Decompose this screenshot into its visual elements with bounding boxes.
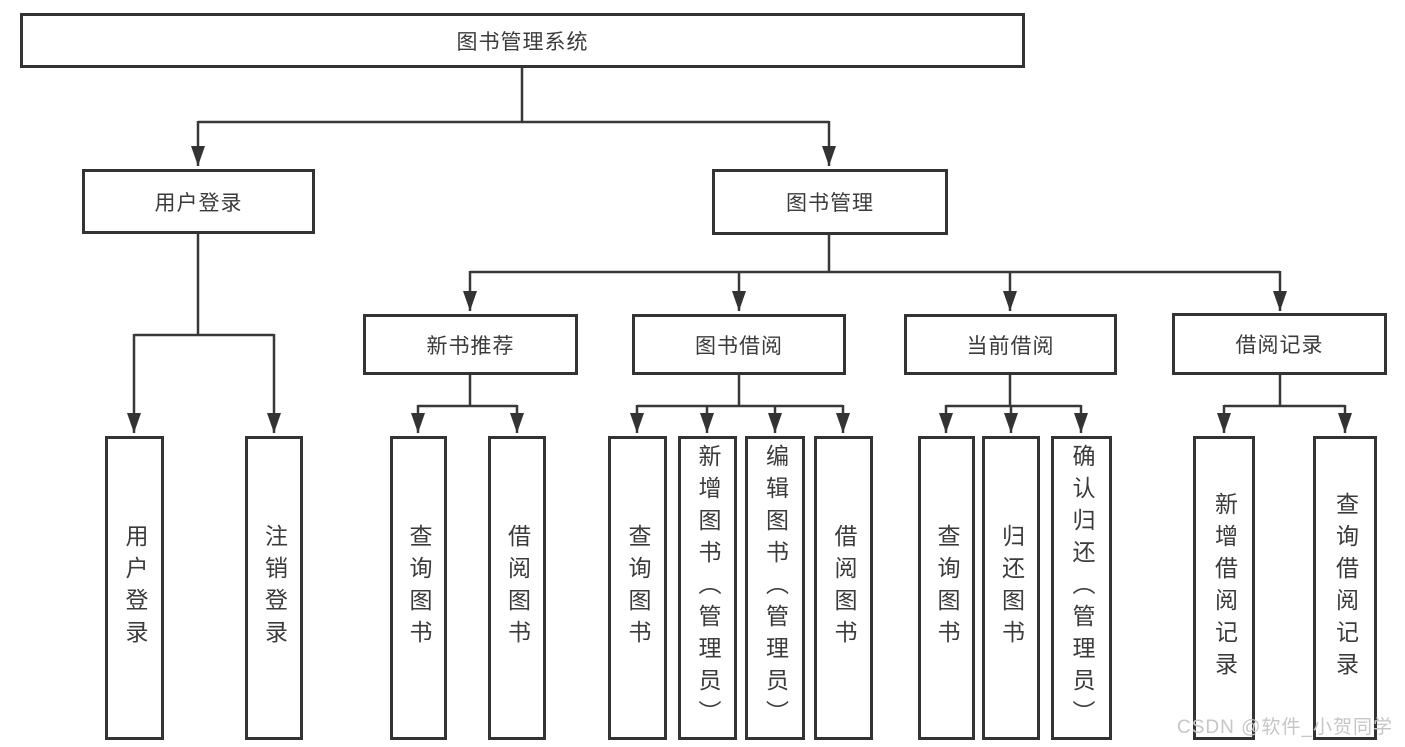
leaf-confirm-return-admin-label: 确认归还（管理员） [1069, 444, 1095, 732]
leaf-query-borrow-record: 查询借阅记录 [1313, 436, 1377, 740]
csdn-watermark: CSDN @软件_小贺同学 [1177, 717, 1393, 738]
leaf-user-login-label: 用户登录 [122, 524, 148, 652]
leaf-borrow-books-borrowing-label: 借阅图书 [831, 524, 857, 652]
leaf-query-borrow-record-label: 查询借阅记录 [1332, 492, 1359, 684]
leaf-borrow-books-recommend: 借阅图书 [488, 436, 546, 740]
leaf-add-borrow-record-label: 新增借阅记录 [1211, 492, 1238, 684]
leaf-query-books-current: 查询图书 [918, 436, 975, 740]
leaf-edit-book-admin-label: 编辑图书（管理员） [762, 444, 789, 732]
node-new-book-recommend: 新书推荐 [363, 314, 578, 375]
leaf-return-books-label: 归还图书 [998, 524, 1025, 652]
node-current-borrowing-label: 当前借阅 [966, 334, 1055, 358]
node-book-borrowing: 图书借阅 [632, 314, 846, 375]
node-book-management-label: 图书管理 [786, 192, 874, 215]
leaf-logout-login-label: 注销登录 [261, 524, 288, 652]
leaf-user-login: 用户登录 [105, 436, 164, 740]
leaf-edit-book-admin: 编辑图书（管理员） [745, 436, 805, 740]
leaf-logout-login: 注销登录 [245, 436, 303, 740]
leaf-return-books: 归还图书 [982, 436, 1040, 740]
leaf-confirm-return-admin: 确认归还（管理员） [1051, 436, 1112, 740]
leaf-borrow-books-borrowing: 借阅图书 [814, 436, 873, 740]
leaf-query-books-recommend: 查询图书 [390, 436, 447, 740]
leaf-add-borrow-record: 新增借阅记录 [1193, 436, 1255, 740]
leaf-query-books-recommend-label: 查询图书 [406, 524, 432, 652]
node-system-root: 图书管理系统 [20, 13, 1025, 68]
node-book-management: 图书管理 [712, 169, 948, 235]
node-user-login: 用户登录 [82, 169, 315, 234]
node-borrowing-records-label: 借阅记录 [1235, 334, 1324, 357]
leaf-borrow-books-recommend-label: 借阅图书 [504, 524, 531, 652]
node-current-borrowing: 当前借阅 [904, 314, 1117, 375]
leaf-query-books-borrowing-label: 查询图书 [625, 524, 651, 652]
node-user-login-label: 用户登录 [154, 191, 243, 215]
leaf-query-books-borrowing: 查询图书 [608, 436, 667, 740]
leaf-add-book-admin: 新增图书（管理员） [678, 436, 737, 740]
node-system-root-label: 图书管理系统 [456, 30, 589, 54]
node-borrowing-records: 借阅记录 [1172, 313, 1387, 375]
leaf-add-book-admin-label: 新增图书（管理员） [695, 444, 721, 732]
node-book-borrowing-label: 图书借阅 [695, 334, 783, 358]
leaf-query-books-current-label: 查询图书 [934, 524, 960, 652]
node-new-book-recommend-label: 新书推荐 [426, 334, 515, 358]
